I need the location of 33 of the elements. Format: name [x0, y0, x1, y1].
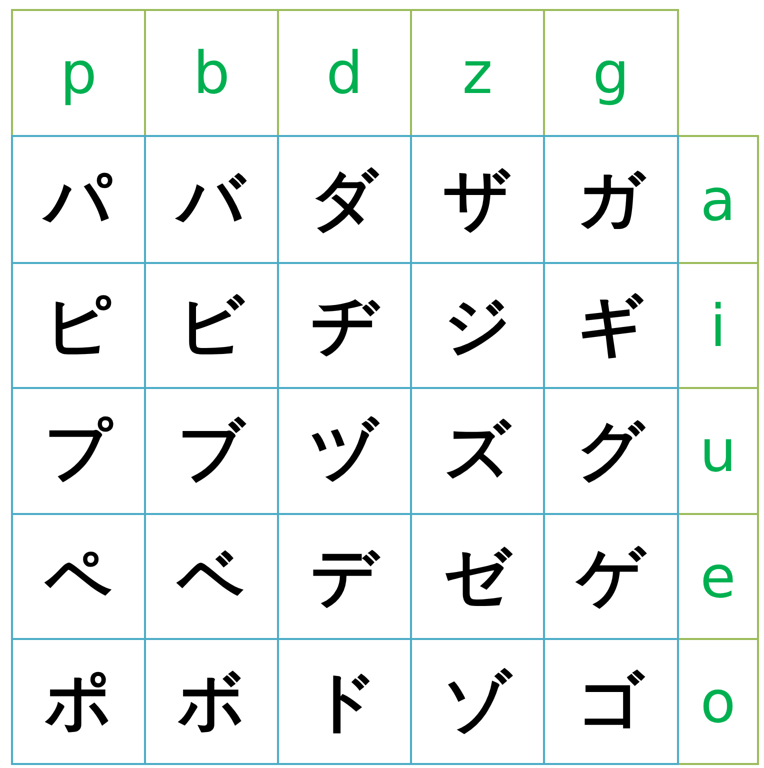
katakana-character: ゾ	[444, 668, 512, 734]
vowel-label: e	[700, 548, 736, 606]
katakana-character: ギ	[577, 292, 645, 358]
katakana-character: ゼ	[444, 544, 512, 610]
katakana-character: パ	[44, 166, 112, 232]
vowel-label: o	[700, 672, 736, 730]
katakana-character: ド	[310, 668, 378, 734]
consonant-label: d	[326, 44, 363, 102]
consonant-label: b	[193, 44, 230, 102]
katakana-character: ブ	[178, 418, 246, 484]
katakana-character: ビ	[178, 292, 246, 358]
katakana-character: グ	[577, 418, 645, 484]
katakana-character: ボ	[178, 668, 246, 734]
katakana-character: ヂ	[310, 292, 378, 358]
katakana-character: ガ	[577, 166, 645, 232]
consonant-label: z	[462, 44, 493, 102]
katakana-character: バ	[178, 166, 246, 232]
katakana-character: デ	[310, 544, 378, 610]
katakana-character: ピ	[44, 292, 112, 358]
vowel-label: i	[710, 296, 726, 354]
katakana-character: ヅ	[310, 418, 378, 484]
katakana-character: ベ	[178, 544, 246, 610]
katakana-character: ジ	[444, 292, 512, 358]
katakana-character: ゴ	[577, 668, 645, 734]
katakana-character: ゲ	[577, 544, 645, 610]
vowel-label: u	[700, 422, 736, 480]
katakana-character: ダ	[310, 166, 378, 232]
katakana-character: ポ	[44, 668, 112, 734]
katakana-character: プ	[44, 418, 112, 484]
katakana-character: ペ	[44, 544, 112, 610]
vowel-label: a	[700, 170, 736, 228]
katakana-character: ザ	[444, 166, 512, 232]
katakana-character: ズ	[444, 418, 512, 484]
